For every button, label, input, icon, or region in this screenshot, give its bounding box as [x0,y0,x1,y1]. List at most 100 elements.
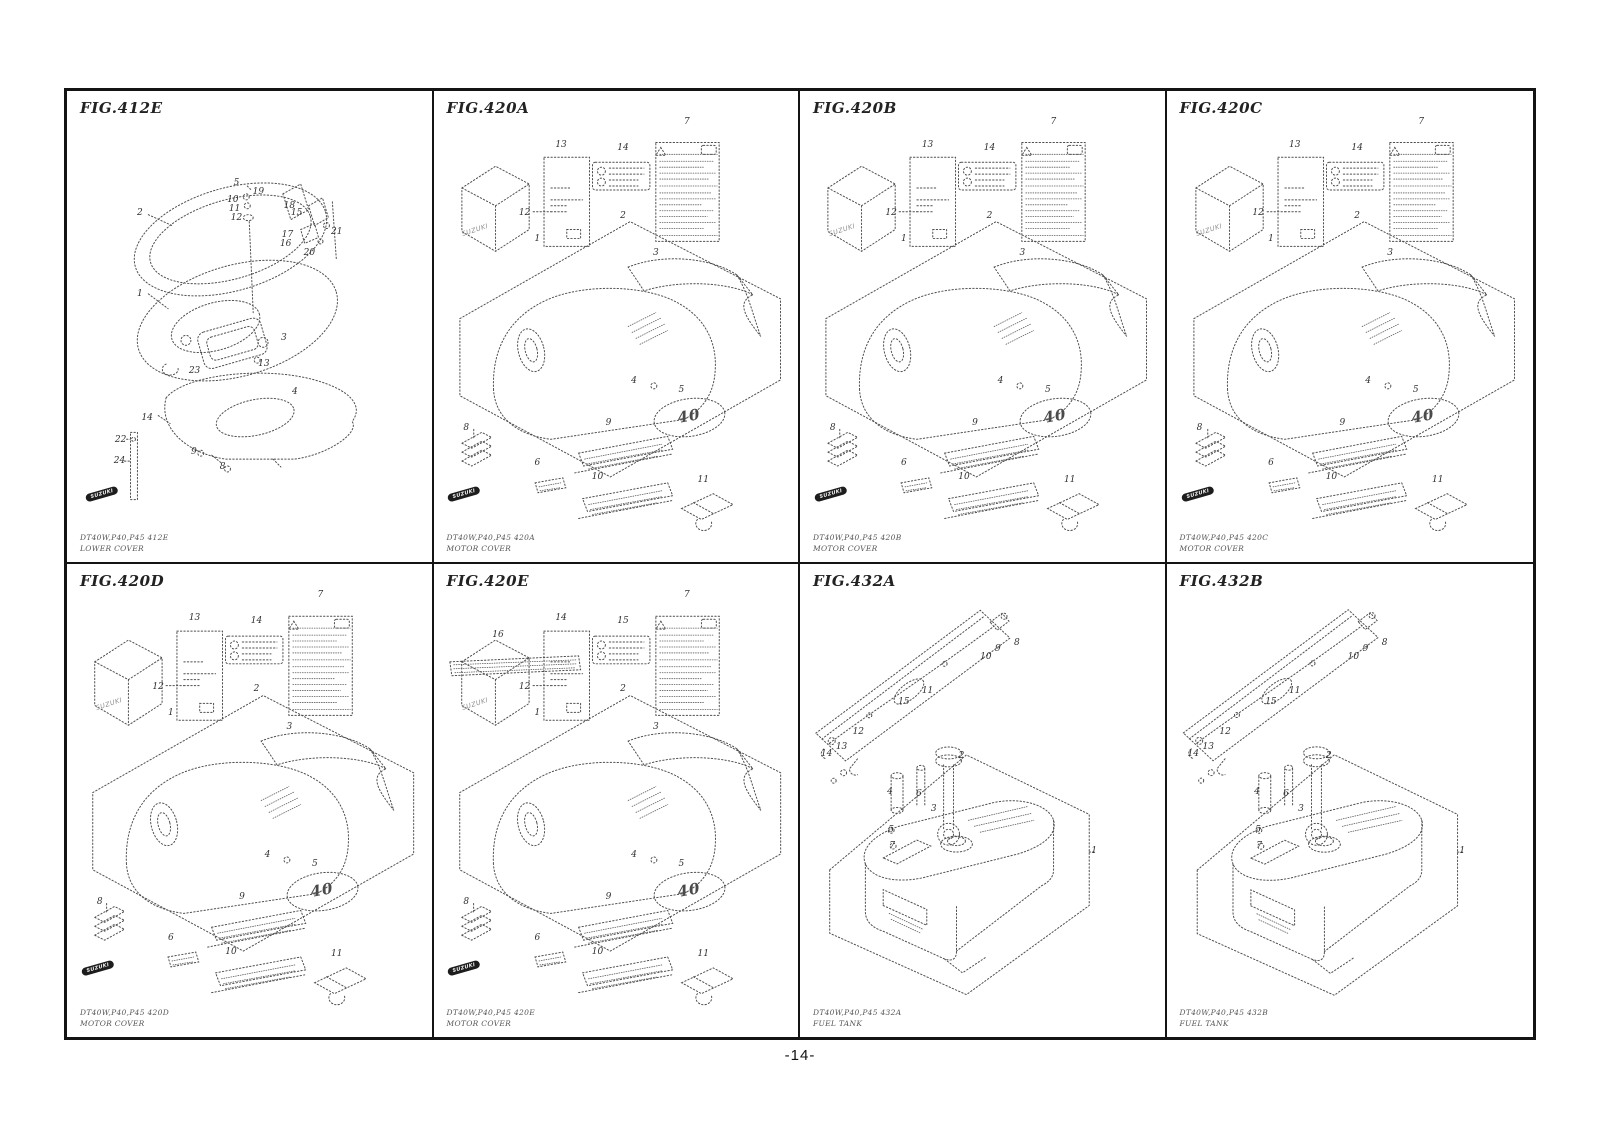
figure-name-line: MOTOR COVER [813,544,878,554]
callout-number: 11 [921,686,934,697]
callout-number: 9 [190,447,197,458]
callout-number: 1 [137,288,143,299]
callout-number: 8 [219,461,226,472]
callout-number: 3 [652,248,659,259]
callout-number: 10 [591,472,604,483]
callout-number: 13 [188,613,201,624]
callout-number: 16 [492,629,504,640]
callout-number: 3 [1387,248,1393,259]
callout-number: 13 [258,359,270,370]
callout-number: 6 [168,932,174,943]
callout-number: 6 [901,458,907,469]
callout-number: 15 [617,615,629,626]
callout-number: 12 [230,213,243,224]
callout-number: 14 [141,413,153,424]
callout-number: 7 [1050,116,1057,127]
model-code-line: DT40W,P40,P45 432B [1179,1007,1269,1017]
callout-number: 5 [678,859,685,870]
diagram-art [458,141,781,532]
model-code-line: DT40W,P40,P45 420B [813,532,902,542]
callout-number: 5 [1255,825,1261,836]
callout-number: 6 [915,789,922,800]
callout-number: 13 [835,742,848,753]
diagram-art [1182,609,1463,996]
callout-number: 1 [901,234,907,245]
callout-number: 22 [114,435,127,446]
callout-number: 4 [631,849,637,860]
callout-number: 14 [617,142,629,153]
callout-number: 20 [303,248,316,259]
callout-number: 2 [620,210,626,221]
callout-number: 8 [463,897,470,908]
figure-name-line: MOTOR COVER [1179,544,1245,554]
callout-number: 6 [1268,458,1274,469]
callout-number: 1 [1268,234,1274,245]
callout-number: 13 [1202,742,1214,753]
callout-number: 12 [152,681,164,692]
callout-number: 14 [983,142,996,153]
callout-number: 8 [829,422,836,433]
callout-number: 12 [518,208,531,219]
callout-number: 13 [555,140,567,151]
callout-number: 10 [1347,652,1360,663]
panel-footer: DT40W,P40,P45 412E LOWER COVER [80,532,168,555]
figure-name-line: MOTOR COVER [446,1019,512,1029]
callout-number: 9 [605,418,612,429]
callout-number: 9 [239,892,245,903]
figure-name-line: MOTOR COVER [80,1019,145,1029]
callout-number: 7 [1256,841,1263,852]
callout-number: 14 [555,613,567,624]
callout-number: 4 [291,387,298,398]
figure-title: FIG.420E [446,572,530,590]
callout-number: 9 [1362,643,1369,654]
figure-title: FIG.432A [813,572,896,590]
callout-number: 11 [1289,686,1301,697]
callout-number: 13 [1289,140,1301,151]
callout-number: 3 [1019,248,1026,259]
page-number: -14- [784,1047,816,1064]
figure-title: FIG.420A [446,99,530,117]
callout-number: 14 [1187,748,1199,759]
callout-number: 10 [1325,472,1338,483]
diagram-art [1192,141,1515,532]
figure-title: FIG.420D [80,572,165,590]
callout-number: 7 [1418,116,1425,127]
diagram-art [92,615,415,1006]
callout-number: 8 [1196,422,1203,433]
panel-footer: DT40W,P40,P45 420E MOTOR COVER [447,1007,535,1030]
callout-number: 3 [1298,803,1304,814]
diagram-art [120,162,357,501]
callout-number: 5 [311,859,318,870]
callout-number: 3 [930,803,937,814]
figure-name-line: MOTOR COVER [446,544,512,554]
callout-number: 9 [995,643,1001,654]
callout-number: 6 [534,932,541,943]
callout-number: 5 [1044,385,1051,396]
callout-number: 3 [281,333,287,344]
model-code-line: DT40W,P40,P45 420C [1179,532,1269,542]
callout-number: 14 [820,748,833,759]
callout-number: 3 [286,722,293,733]
callout-number: 5 [233,177,240,188]
callout-number: 21 [330,227,343,238]
callout-number: 15 [290,208,303,219]
callout-number: 11 [1431,474,1444,485]
callout-number: 2 [1325,750,1332,761]
callout-number: 4 [1254,786,1260,797]
callout-number: 10 [591,946,604,957]
figure-title: FIG.420C [1179,99,1263,117]
callout-number: 2 [1354,210,1360,221]
callout-number: 9 [605,892,612,903]
